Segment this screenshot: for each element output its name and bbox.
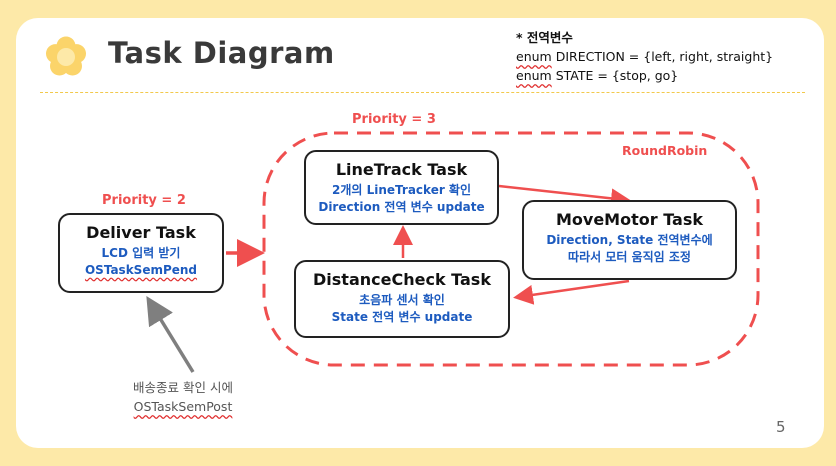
task-desc-line: State 전역 변수 update	[331, 310, 473, 324]
global-variables: * 전역변수 enum DIRECTION = {left, right, st…	[516, 28, 773, 85]
distancecheck-task-box: DistanceCheck Task 초음파 센서 확인 State 전역 변수…	[294, 260, 510, 338]
task-desc: 초음파 센서 확인 State 전역 변수 update	[296, 292, 508, 326]
movemotor-task-box: MoveMotor Task Direction, State 전역변수에 따라…	[522, 200, 737, 280]
arrow-movemotor-to-distance	[513, 279, 630, 305]
header-divider	[40, 92, 805, 93]
task-desc-line: Direction 전역 변수 update	[318, 200, 485, 214]
priority-deliver-label: Priority = 2	[102, 193, 186, 208]
enum-keyword: enum	[516, 68, 552, 83]
task-desc-line: LCD 입력 받기	[101, 246, 181, 260]
roundrobin-label: RoundRobin	[622, 143, 708, 158]
task-desc-line: 2개의 LineTracker 확인	[331, 183, 472, 197]
task-desc-line: 따라서 모터 움직임 조정	[568, 250, 691, 264]
arrow-linetrack-to-movemotor	[498, 184, 631, 209]
enum-keyword: enum	[516, 49, 552, 64]
page-title: Task Diagram	[108, 36, 335, 70]
deliver-task-box: Deliver Task LCD 입력 받기 OSTaskSemPend	[58, 213, 224, 293]
page-number: 5	[776, 418, 786, 436]
task-desc: 2개의 LineTracker 확인 Direction 전역 변수 updat…	[306, 182, 497, 216]
enum-state: enum STATE = {stop, go}	[516, 66, 773, 85]
task-desc: LCD 입력 받기 OSTaskSemPend	[60, 245, 222, 279]
task-name: MoveMotor Task	[555, 210, 704, 229]
enum-direction-text: DIRECTION = {left, right, straight}	[551, 49, 774, 64]
arrow-note-to-deliver	[146, 296, 195, 373]
enum-state-text: STATE = {stop, go}	[551, 68, 679, 83]
task-desc-line: Direction, State 전역변수에	[546, 233, 713, 247]
globals-heading: * 전역변수	[516, 30, 573, 45]
linetrack-task-box: LineTrack Task 2개의 LineTracker 확인 Direct…	[304, 150, 499, 225]
task-desc-line: 초음파 센서 확인	[359, 293, 445, 307]
note-line: OSTaskSemPost	[133, 399, 233, 414]
sempost-note: 배송종료 확인 시에 OSTaskSemPost	[128, 378, 238, 416]
enum-direction: enum DIRECTION = {left, right, straight}	[516, 47, 773, 66]
note-line: 배송종료 확인 시에	[133, 380, 233, 395]
priority-group-label: Priority = 3	[352, 112, 436, 127]
task-desc: Direction, State 전역변수에 따라서 모터 움직임 조정	[524, 232, 735, 266]
task-name: DistanceCheck Task	[313, 270, 491, 289]
task-name: Deliver Task	[86, 223, 196, 242]
task-desc-line: OSTaskSemPend	[84, 263, 198, 277]
task-name: LineTrack Task	[335, 160, 468, 179]
